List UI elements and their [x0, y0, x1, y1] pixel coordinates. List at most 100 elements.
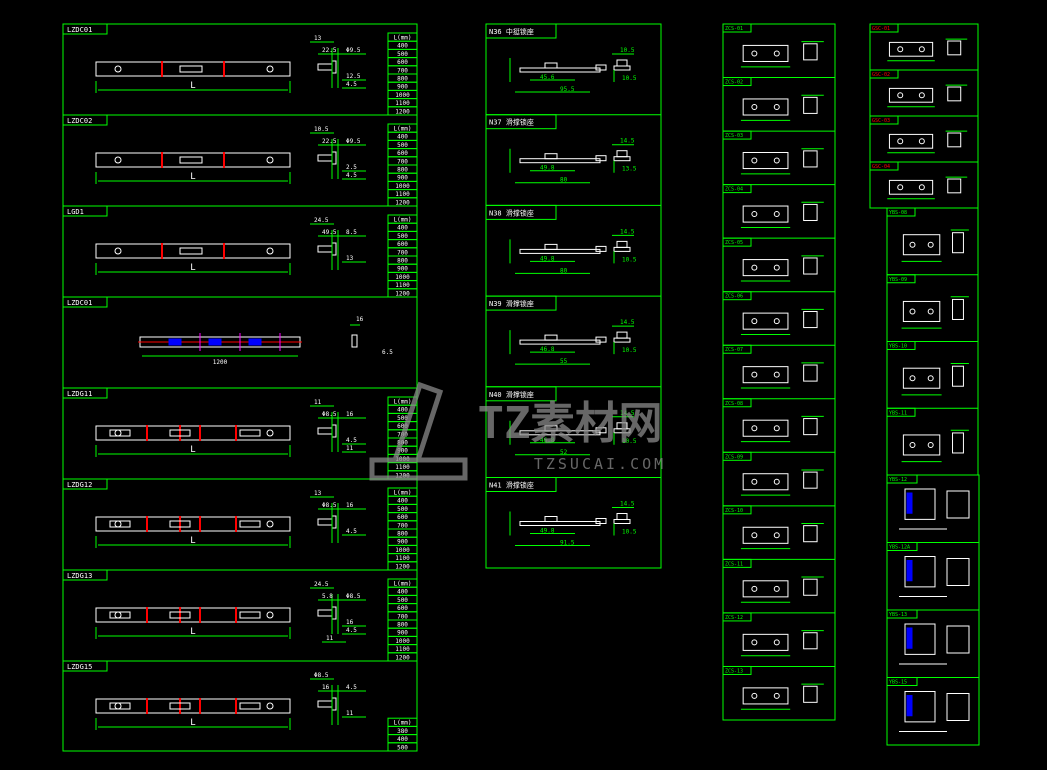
section-title: ZCS-01 [725, 26, 743, 32]
length-value: 500 [397, 51, 408, 58]
length-value: 400 [397, 134, 408, 141]
length-value: 380 [397, 728, 408, 735]
part-side-view [803, 311, 818, 329]
dimension-label: 46.8 [540, 437, 555, 444]
part-side-view [803, 364, 818, 382]
part-front-view [742, 366, 789, 384]
part-section: ZCS-08 [722, 398, 835, 443]
dimension-label: 24.5 [314, 581, 329, 588]
section-title: ZCS-05 [725, 240, 743, 246]
section-title: LZDG12 [67, 481, 92, 489]
dimension-label: 4.5 [346, 81, 357, 88]
part-fill [906, 627, 913, 649]
length-value: 1200 [395, 563, 410, 570]
section-title-box [886, 609, 918, 619]
part-hole [773, 211, 780, 218]
length-table-header: L(mm) [393, 581, 411, 588]
length-dimension: L [190, 627, 195, 637]
dimension-label: 49.8 [540, 255, 555, 262]
length-dimension: L [190, 536, 195, 546]
lock-hook [595, 336, 607, 343]
section-title: N37 滑撑锁座 [489, 118, 534, 127]
section-title: ZCS-11 [725, 561, 743, 567]
section-title: GSC-01 [872, 26, 890, 32]
section-title-box [886, 407, 916, 417]
part-front-view [742, 151, 789, 170]
side-profile [317, 518, 333, 526]
length-table-header: L(mm) [393, 490, 411, 497]
section-title-box [485, 23, 557, 39]
section-title-box [722, 665, 752, 675]
dimension-label: 45.6 [540, 74, 555, 81]
side-profile [351, 334, 358, 348]
section-title-box [886, 274, 916, 284]
part-hole [909, 441, 916, 448]
dimension-label: 24.5 [314, 217, 329, 224]
dimension-label: Φ9.5 [346, 138, 361, 145]
part-front-view [742, 526, 789, 544]
part-side-view [952, 298, 964, 320]
part-hole [751, 639, 758, 646]
length-dimension: L [190, 172, 195, 182]
lock-base-profile [519, 67, 601, 73]
length-value: 900 [397, 266, 408, 273]
part-front-view [904, 556, 936, 588]
section-title-box [886, 341, 916, 350]
slot [179, 247, 203, 255]
dimension-label: 5.8 [322, 593, 333, 600]
section-title-box [722, 184, 752, 194]
part-hole [751, 532, 758, 539]
slot-fill [168, 338, 182, 346]
dimension-label: 8.5 [346, 229, 357, 236]
dimension-label: 14.5 [620, 501, 635, 508]
part-section: ZCS-01 [722, 23, 824, 68]
dimension-label: Φ8.5 [322, 411, 337, 418]
part-side-view [803, 685, 818, 703]
length-value: 700 [397, 522, 408, 529]
side-profile-flange [331, 515, 337, 529]
slot [109, 429, 131, 437]
part-side-view [947, 132, 962, 148]
part-section: YBS-12 [886, 474, 970, 530]
part-hole [773, 318, 780, 325]
dimension-label: 46.8 [540, 346, 555, 353]
part-side-view [947, 86, 962, 102]
side-profile-flange [331, 242, 337, 256]
length-value: 400 [397, 498, 408, 505]
part-hole [773, 692, 780, 699]
length-value: 800 [397, 622, 408, 629]
section-title-box [722, 558, 752, 568]
section-title-box [886, 542, 918, 551]
section-title: ZCS-09 [725, 454, 743, 460]
section-title-box [722, 23, 752, 33]
section-title-box [722, 398, 752, 408]
part-section: ZCS-03 [722, 130, 835, 175]
slot [239, 520, 261, 528]
dimension-label: 10.5 [314, 126, 329, 133]
length-value: 1200 [395, 290, 410, 297]
section-title-box [722, 344, 752, 354]
dimension-label: 10.5 [622, 347, 637, 354]
section-title-box [869, 115, 899, 125]
dimension-label: 4.5 [346, 684, 357, 691]
part-hole [918, 138, 925, 145]
side-profile [317, 245, 333, 253]
part-hole [897, 46, 904, 53]
part-side-view [803, 471, 818, 489]
dimension-label: 80 [560, 177, 568, 184]
side-view-top [616, 59, 628, 67]
part-side-view [803, 525, 818, 543]
section-title-box [722, 505, 752, 515]
length-value: 1000 [395, 274, 410, 281]
length-value: 700 [397, 67, 408, 74]
dimension-label: 11 [326, 635, 334, 642]
length-value: 800 [397, 531, 408, 538]
